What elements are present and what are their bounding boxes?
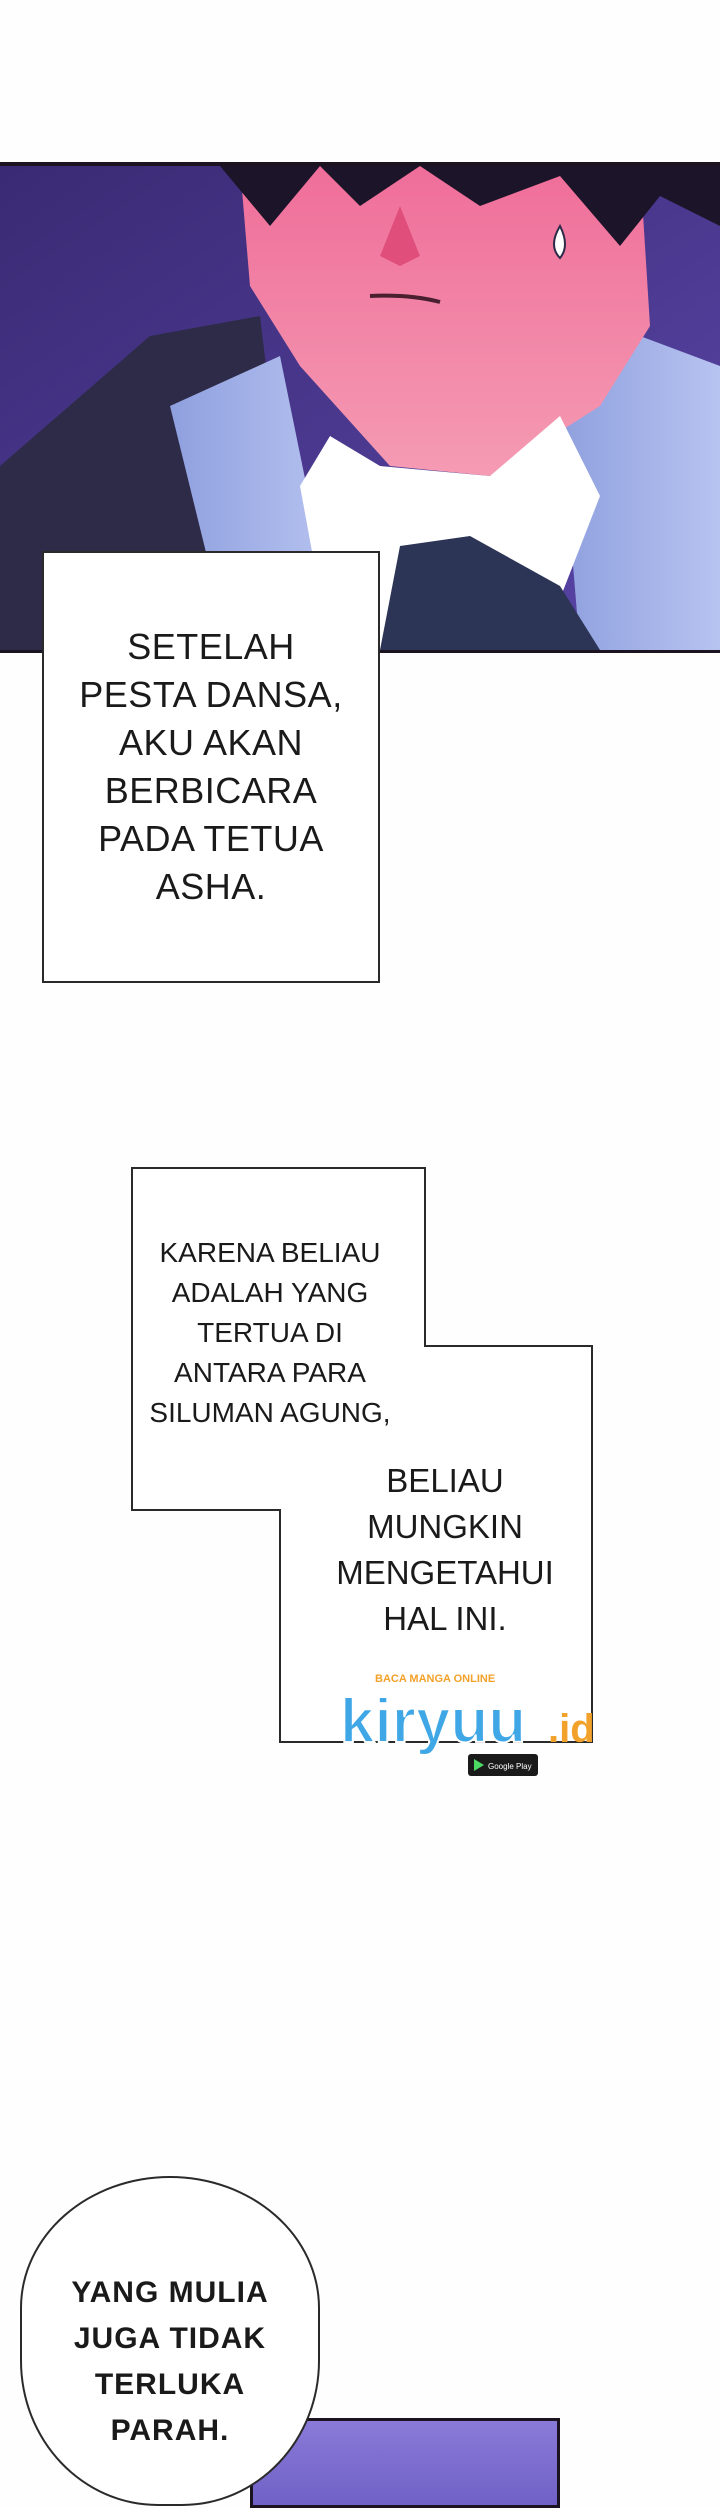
badge-label: Google Play [488, 1762, 532, 1771]
google-play-badge [468, 1754, 538, 1776]
kiryuu-logo: BACA MANGA ONLINE kiryuu .id Google Play [340, 1673, 595, 1776]
speech-text: YANG MULIA JUGA TIDAK TERLUKA PARAH. [71, 2276, 269, 2447]
speech-bubble [20, 2176, 320, 2506]
narration-text-2b: BELIAU MUNGKIN MENGETAHUI HAL INI. [336, 1462, 554, 1637]
narration-box-1: SETELAH PESTA DANSA, AKU AKAN BERBICARA … [42, 551, 380, 983]
logo-tagline: BACA MANGA ONLINE [375, 1673, 495, 1685]
play-store-icon [474, 1759, 484, 1771]
narration-box-2 [131, 1167, 593, 1743]
logo-suffix: .id [548, 1707, 595, 1751]
narration-text-1: SETELAH PESTA DANSA, AKU AKAN BERBICARA … [79, 626, 343, 907]
logo-brand: kiryuu [340, 1687, 526, 1756]
narration-text-2a: KARENA BELIAU ADALAH YANG TERTUA DI ANTA… [149, 1237, 391, 1428]
